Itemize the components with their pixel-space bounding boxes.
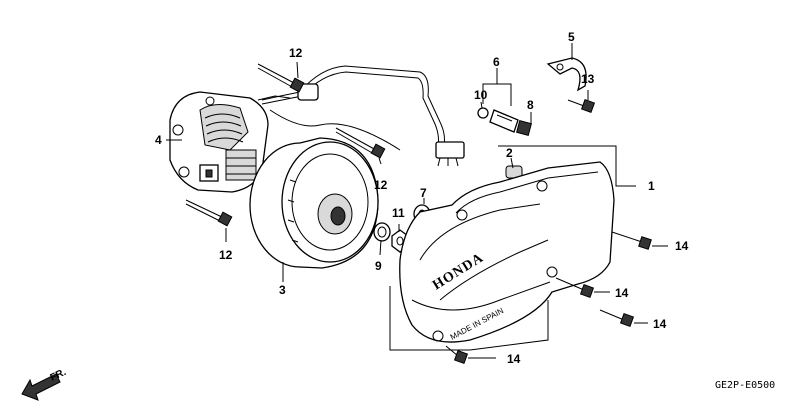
callout-13: 13 [581,72,595,86]
callout-14-c: 14 [653,317,667,331]
callout-14-a: 14 [675,239,689,253]
bolt-12-lower [185,199,233,227]
callout-3: 3 [279,283,286,297]
callout-7: 7 [420,186,427,200]
callout-6: 6 [493,55,500,69]
cover-bolt-14-c [599,309,635,328]
sensor-assembly [477,107,532,136]
callout-12-middle: 12 [374,178,388,192]
diagram-code: GE2P-E0500 [715,380,775,391]
callout-11: 11 [392,206,405,220]
stator-base-plate [169,91,291,193]
callout-14-d: 14 [507,352,521,366]
direction-label: FR. [49,367,68,384]
callout-1: 1 [648,179,655,193]
bracket [546,57,587,92]
callout-8: 8 [527,98,534,112]
washer-9 [373,222,391,242]
callout-14-b: 14 [615,286,629,300]
bolt-13 [567,98,596,114]
callout-5: 5 [568,30,575,44]
front-direction-arrow: FR. [21,367,68,401]
cover-bolt-14-d [445,345,469,365]
callout-10: 10 [474,88,488,102]
flywheel-rotor [249,137,379,269]
cover-bolt-14-a [611,231,652,250]
leader-lines [166,43,668,359]
callout-12-lower: 12 [219,248,233,262]
left-crankcase-cover: HONDA MADE IN SPAIN [399,161,615,343]
callout-2: 2 [506,146,513,160]
callout-12-upper: 12 [289,46,303,60]
bolt-12-middle [335,127,386,159]
callout-labels: 1 2 3 4 5 6 7 8 9 10 11 12 12 12 13 14 1… [155,30,689,366]
cover-bolt-14-b [555,277,595,299]
wire-harness [261,65,465,167]
callout-4: 4 [155,133,162,147]
bolt-12-upper [257,63,305,93]
callout-9: 9 [375,259,382,273]
